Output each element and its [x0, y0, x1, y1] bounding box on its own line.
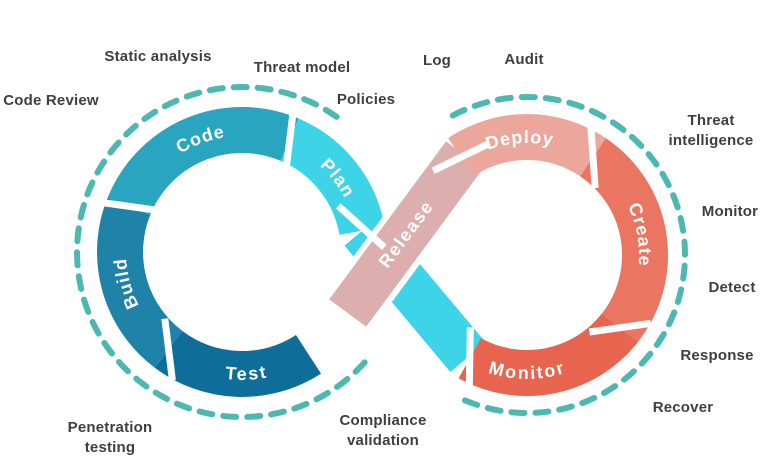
label-penetration-testing: Penetration testing	[67, 418, 153, 456]
label-static-analysis: Static analysis	[104, 47, 212, 65]
create-segment	[579, 138, 669, 342]
plan-segment	[280, 118, 385, 236]
monitor-segment	[458, 312, 639, 396]
label-threat-intelligence: Threat intelligence	[668, 111, 754, 149]
code-segment	[107, 107, 299, 216]
label-response: Response	[680, 346, 754, 364]
label-code-review: Code Review	[3, 91, 99, 109]
release-band	[329, 141, 483, 327]
segment-divider-notches	[97, 108, 652, 390]
test-label: Test	[224, 362, 268, 384]
label-policies: Policies	[336, 90, 396, 108]
label-monitor: Monitor	[701, 202, 759, 220]
label-threat-model: Threat model	[253, 58, 351, 76]
label-detect: Detect	[708, 278, 756, 296]
build-segment	[97, 197, 183, 368]
left-dashed-arc	[74, 84, 372, 420]
label-audit: Audit	[504, 50, 544, 68]
label-compliance-validation: Compliance validation	[339, 411, 427, 449]
right-dashed-arc	[449, 94, 688, 416]
label-log: Log	[422, 51, 452, 69]
test-segment	[154, 330, 322, 397]
label-recover: Recover	[652, 398, 714, 416]
